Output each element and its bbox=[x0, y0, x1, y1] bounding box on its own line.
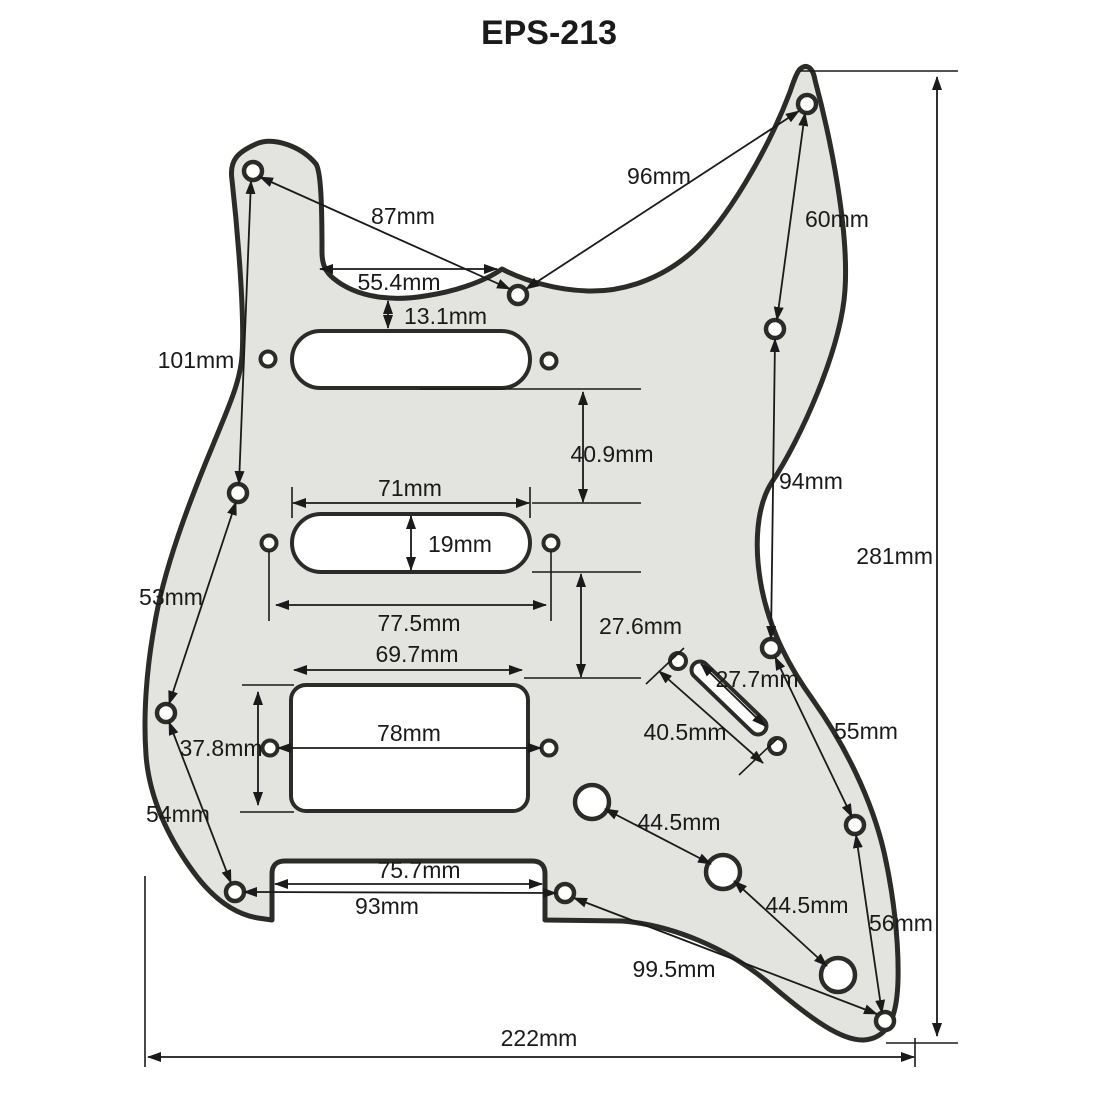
screw-hole bbox=[506, 283, 530, 307]
dim-line-44-5mm-b bbox=[733, 880, 828, 967]
dim-label-71mm: 71mm bbox=[378, 475, 442, 501]
dim-line-96mm bbox=[525, 110, 800, 290]
dim-label-96mm: 96mm bbox=[627, 163, 691, 189]
dim-label-78mm: 78mm bbox=[377, 720, 441, 746]
switch-screw-hole bbox=[668, 651, 688, 671]
screw-hole bbox=[763, 317, 787, 341]
dim-line-53mm bbox=[168, 501, 237, 705]
dim-label-222mm: 222mm bbox=[501, 1025, 578, 1051]
dim-line-54mm bbox=[168, 721, 232, 884]
dim-label-77-5mm: 77.5mm bbox=[377, 610, 460, 636]
dim-label-281mm: 281mm bbox=[856, 543, 933, 569]
pot-hole bbox=[818, 955, 858, 995]
dim-label-101mm: 101mm bbox=[158, 347, 235, 373]
dim-label-27-6mm: 27.6mm bbox=[599, 613, 682, 639]
dim-line-99-5mm bbox=[573, 897, 878, 1015]
switch-screw-hole bbox=[767, 736, 787, 756]
dim-label-53mm: 53mm bbox=[139, 584, 203, 610]
pot-hole bbox=[572, 782, 612, 822]
dim-label-13-1mm: 13.1mm bbox=[404, 303, 487, 329]
dim-label-54mm: 54mm bbox=[146, 801, 210, 827]
neck-pickup-cutout bbox=[290, 329, 532, 390]
edge-screw-holes bbox=[154, 92, 897, 1033]
dim-label-99-5mm: 99.5mm bbox=[632, 956, 715, 982]
dim-label-93mm: 93mm bbox=[355, 893, 419, 919]
dim-label-69-7mm: 69.7mm bbox=[375, 641, 458, 667]
screw-hole bbox=[553, 881, 577, 905]
screw-hole bbox=[843, 813, 867, 837]
screw-hole bbox=[795, 92, 819, 116]
screw-hole bbox=[223, 880, 247, 904]
dimension-lines bbox=[147, 76, 942, 1062]
dim-line-44-5mm-a bbox=[604, 808, 712, 865]
pickup-screw-hole bbox=[258, 349, 278, 369]
dim-label-75-7mm: 75.7mm bbox=[377, 857, 460, 883]
pickup-screw-hole bbox=[260, 738, 280, 758]
pickup-screw-holes bbox=[258, 349, 561, 758]
screw-hole bbox=[873, 1009, 897, 1033]
dim-line-94mm bbox=[766, 338, 780, 640]
dimension-labels: 87mm 96mm 60mm 55.4mm 13.1mm 101mm 40.9m… bbox=[139, 163, 933, 1051]
pickup-screw-hole bbox=[539, 738, 559, 758]
extension-lines bbox=[144, 70, 958, 1067]
dim-label-19mm: 19mm bbox=[428, 531, 492, 557]
dim-label-55mm: 55mm bbox=[834, 718, 898, 744]
dim-line-27-7mm bbox=[700, 663, 766, 727]
dim-line-101mm bbox=[234, 180, 256, 485]
dim-line-93mm bbox=[243, 887, 557, 898]
pickup-screw-hole bbox=[259, 533, 279, 553]
dim-label-44-5mm-b: 44.5mm bbox=[765, 892, 848, 918]
dim-label-40-5mm: 40.5mm bbox=[643, 719, 726, 745]
dim-label-44-5mm-a: 44.5mm bbox=[637, 809, 720, 835]
screw-hole bbox=[226, 481, 250, 505]
dim-label-40-9mm: 40.9mm bbox=[570, 441, 653, 467]
dim-line-55mm bbox=[774, 656, 853, 818]
screw-hole bbox=[154, 701, 178, 725]
dim-label-55-4mm: 55.4mm bbox=[357, 269, 440, 295]
dim-line-56mm bbox=[852, 834, 886, 1014]
dim-label-56mm: 56mm bbox=[869, 910, 933, 936]
pickup-screw-hole bbox=[539, 351, 559, 371]
dim-label-27-7mm: 27.7mm bbox=[715, 666, 798, 692]
dim-label-60mm: 60mm bbox=[805, 206, 869, 232]
pickup-screw-hole bbox=[541, 533, 561, 553]
dim-label-94mm: 94mm bbox=[779, 468, 843, 494]
dim-label-37-8mm: 37.8mm bbox=[179, 735, 262, 761]
pot-hole bbox=[703, 852, 743, 892]
dim-label-87mm: 87mm bbox=[371, 203, 435, 229]
dim-line-60mm bbox=[773, 112, 809, 321]
diagram-title: EPS-213 bbox=[481, 14, 617, 52]
screw-hole bbox=[759, 636, 783, 660]
screw-hole bbox=[241, 159, 265, 183]
